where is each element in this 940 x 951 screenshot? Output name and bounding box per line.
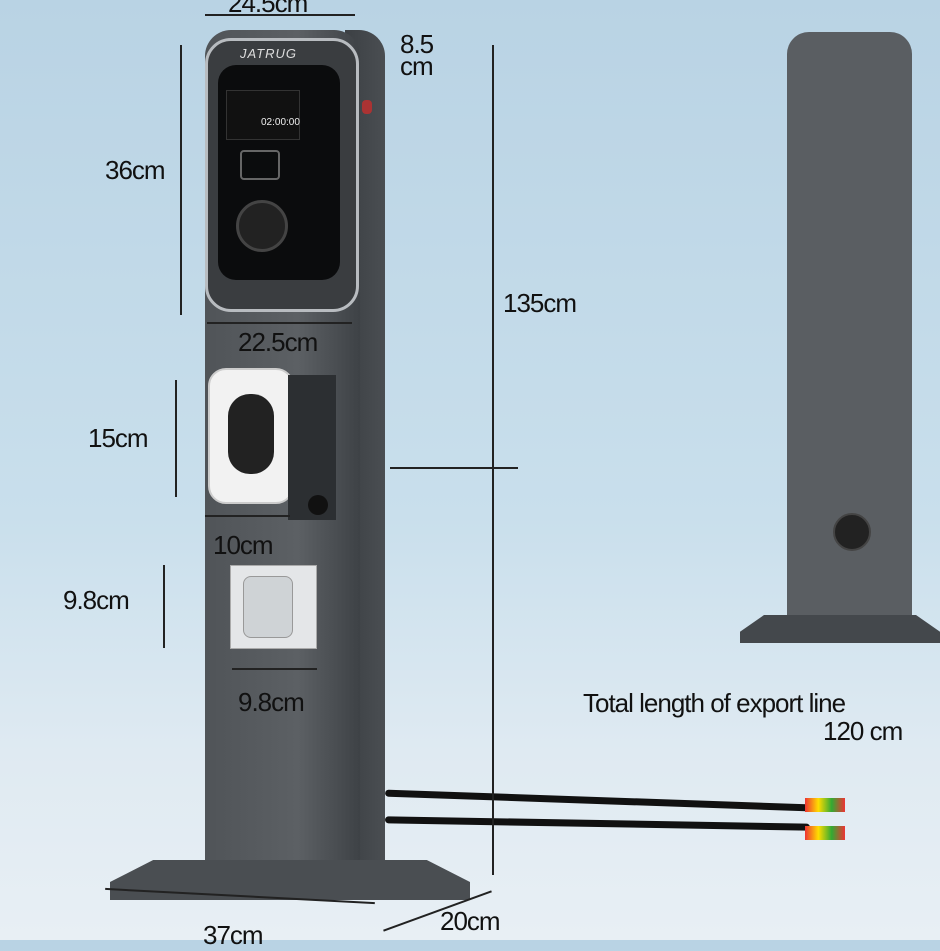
socket-holder — [208, 368, 294, 504]
dim-line — [232, 668, 317, 670]
dim-charger-width: 22.5cm — [238, 327, 318, 357]
dim-charger-height: 36cm — [105, 155, 166, 185]
export-cable — [385, 789, 810, 812]
dim-depth-unit: cm — [400, 51, 434, 81]
dim-depth-value: 8.5 — [400, 29, 434, 59]
dim-socket2-height: 9.8cm — [63, 585, 130, 615]
wire-terminals — [805, 798, 845, 812]
cable-hole — [308, 495, 328, 515]
dim-line — [205, 14, 355, 16]
export-cable — [384, 816, 811, 831]
dim-line — [175, 380, 177, 497]
dim-line — [180, 45, 182, 315]
rfid-card-icon — [240, 150, 280, 180]
dim-line — [163, 565, 165, 648]
dim-socket2-width: 9.8cm — [238, 687, 305, 717]
post-base — [110, 860, 470, 900]
rear-cable-hole — [833, 513, 871, 551]
dim-socket1-width: 10cm — [213, 530, 274, 560]
dim-top-width: 24.5cm — [228, 0, 308, 18]
brand-logo: JATRUG — [240, 46, 298, 61]
display-time: 02:00:00 — [261, 117, 300, 128]
dim-line — [207, 322, 352, 324]
schuko-socket — [230, 565, 317, 649]
dim-line — [205, 515, 290, 517]
dim-total-height: 135cm — [503, 288, 577, 318]
dim-line — [492, 45, 494, 875]
type2-socket-icon — [236, 200, 288, 252]
export-line-note: Total length of export line — [583, 688, 846, 718]
dim-base-width: 37cm — [203, 920, 264, 950]
wire-terminals — [805, 826, 845, 840]
export-line-length: 120 cm — [823, 716, 903, 746]
dim-base-depth: 20cm — [440, 906, 501, 936]
emergency-button — [362, 100, 372, 114]
rear-view-base — [740, 615, 940, 643]
dim-socket1-height: 15cm — [88, 423, 149, 453]
arrow-line — [390, 467, 518, 469]
charger-display: 02:00:00 — [226, 90, 300, 140]
